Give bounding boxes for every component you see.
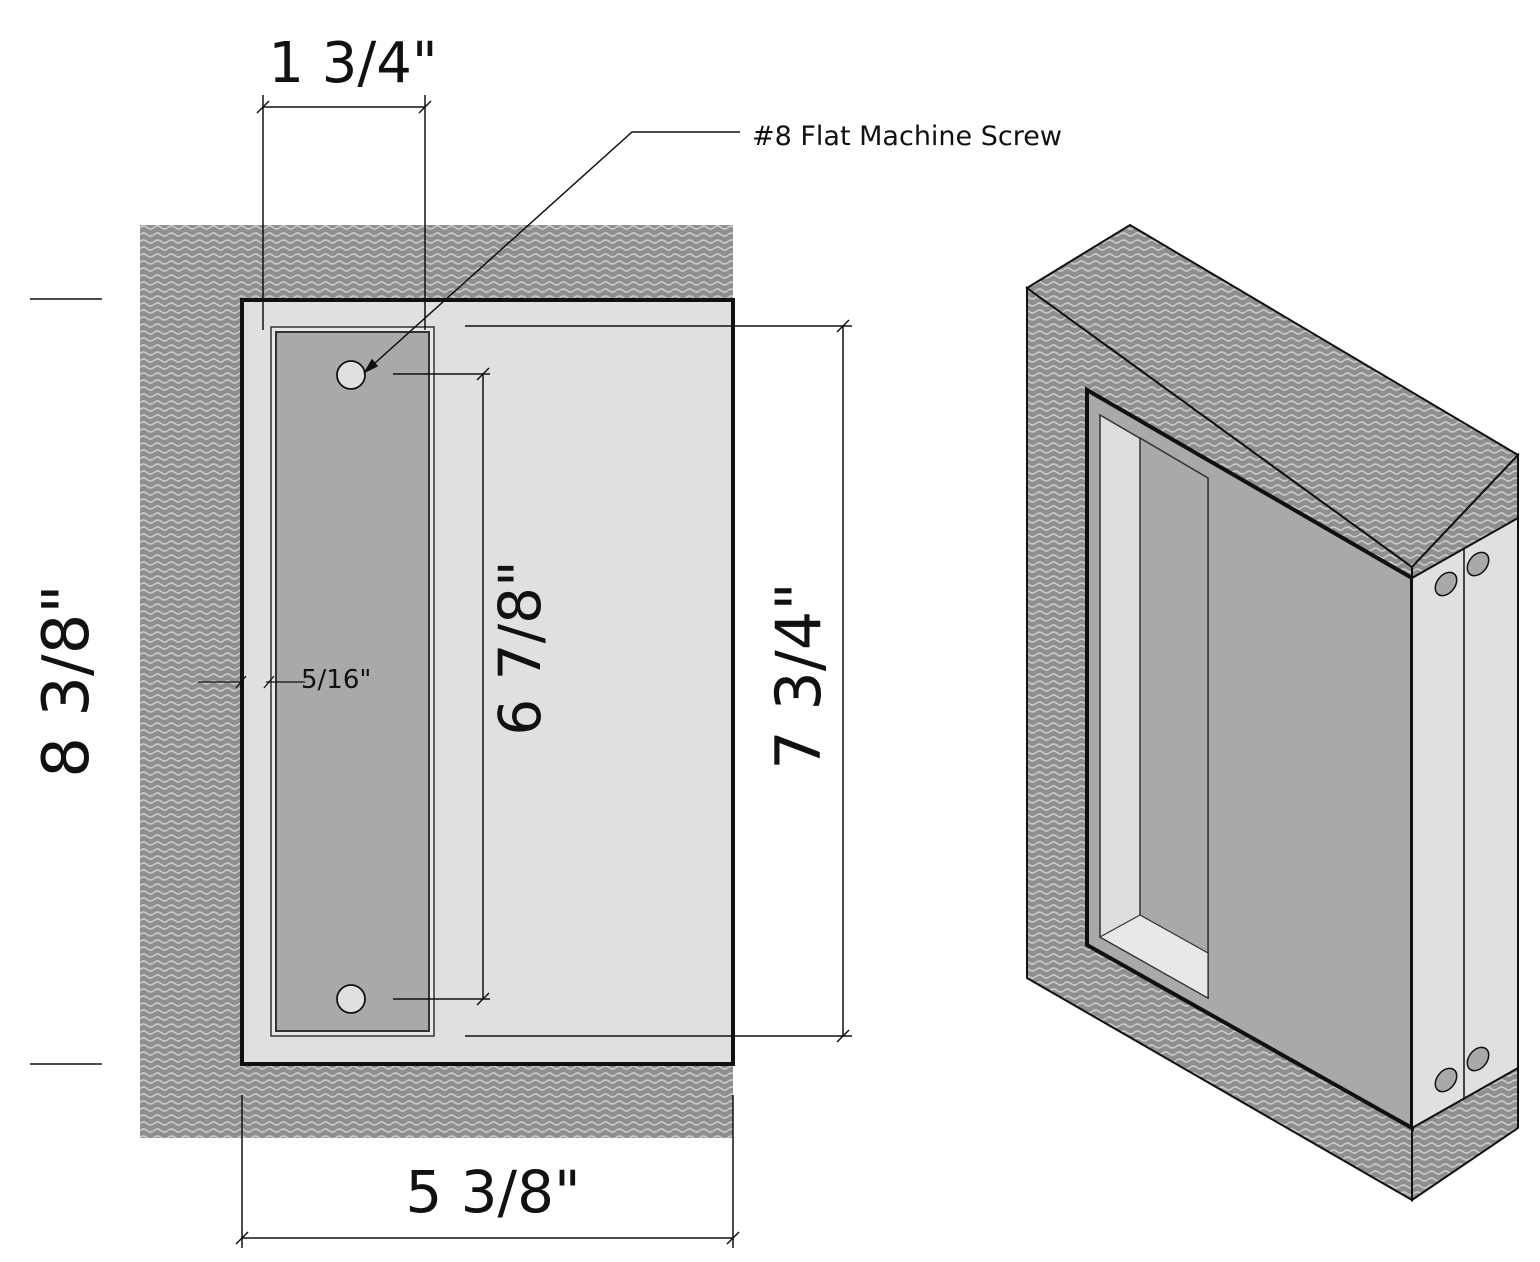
dim-overall-width — [235, 1095, 740, 1248]
front-view: 1 3/4" #8 Flat Machine Screw 8 3/8" 5/16… — [30, 31, 1062, 1248]
screw-top — [336, 360, 366, 390]
label-setback: 5/16" — [301, 665, 371, 695]
iso-screw-2 — [1466, 551, 1490, 577]
iso-screw-1 — [1434, 571, 1458, 597]
iso-screw-4 — [1466, 1046, 1490, 1072]
label-plate-height: 7 3/4" — [762, 582, 835, 769]
label-screw-spacing: 6 7/8" — [486, 560, 554, 735]
dim-overall-height — [30, 298, 102, 1065]
leader-screw — [363, 131, 740, 374]
iso-pocket-inner — [1139, 436, 1209, 1000]
dim-plate-height — [465, 319, 852, 1043]
label-overall-width: 5 3/8" — [405, 1158, 580, 1226]
dim-screw-spacing — [393, 367, 490, 1006]
label-overall-height: 8 3/8" — [30, 584, 104, 778]
label-face-width: 1 3/4" — [268, 31, 437, 96]
screw-bottom — [336, 984, 366, 1014]
iso-strike-edge — [1411, 516, 1519, 1130]
iso-screw-3 — [1434, 1067, 1458, 1093]
dim-face-width — [256, 95, 432, 330]
dim-setback — [198, 675, 305, 689]
iso-pocket-bottom — [1098, 914, 1209, 1000]
label-screw-note: #8 Flat Machine Screw — [752, 121, 1062, 152]
isometric-view — [1025, 223, 1520, 1202]
